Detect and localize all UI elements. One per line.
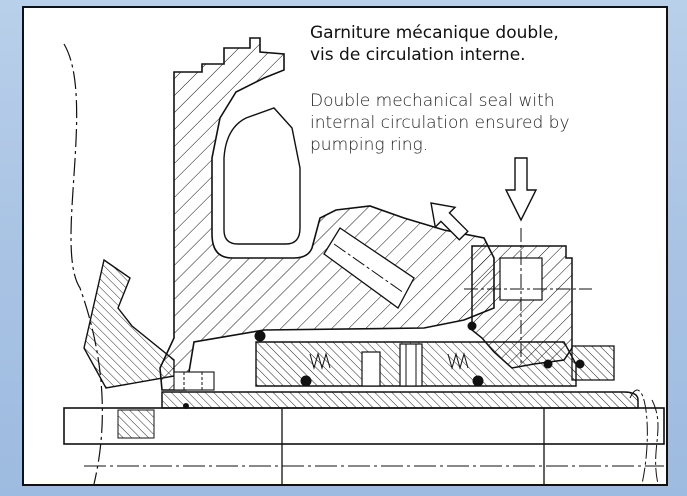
housing-cavity <box>223 107 301 245</box>
drive-screw <box>399 343 423 387</box>
caption-english: Double mechanical seal with internal cir… <box>310 90 570 156</box>
o-ring <box>575 359 585 369</box>
caption-english-line-1: Double mechanical seal with <box>310 91 555 111</box>
caption-english-line-3: pumping ring. <box>310 135 429 155</box>
o-ring <box>543 359 553 369</box>
caption-french: Garniture mécanique double, vis de circu… <box>310 22 559 66</box>
flow-in-arrow <box>504 157 538 222</box>
caption-english-line-2: internal circulation ensured by <box>310 113 570 133</box>
o-ring <box>300 375 312 387</box>
spring-left <box>309 352 331 370</box>
drawing-frame: Garniture mécanique double, vis de circu… <box>22 6 668 486</box>
spring-right <box>447 352 469 370</box>
drive-pin-left <box>361 351 381 387</box>
casing-outline-dashed <box>63 43 103 484</box>
seal-cross-section-drawing <box>63 37 665 484</box>
shaft <box>63 407 665 445</box>
o-ring <box>254 330 266 342</box>
o-ring <box>467 321 477 331</box>
o-ring <box>472 375 484 387</box>
caption-french-line-2: vis de circulation interne. <box>310 45 526 65</box>
shaft-sleeve <box>161 391 639 409</box>
set-screw <box>173 371 215 391</box>
flow-out-arrow <box>430 202 469 241</box>
shaft-key <box>117 409 155 439</box>
caption-french-line-1: Garniture mécanique double, <box>310 23 559 43</box>
